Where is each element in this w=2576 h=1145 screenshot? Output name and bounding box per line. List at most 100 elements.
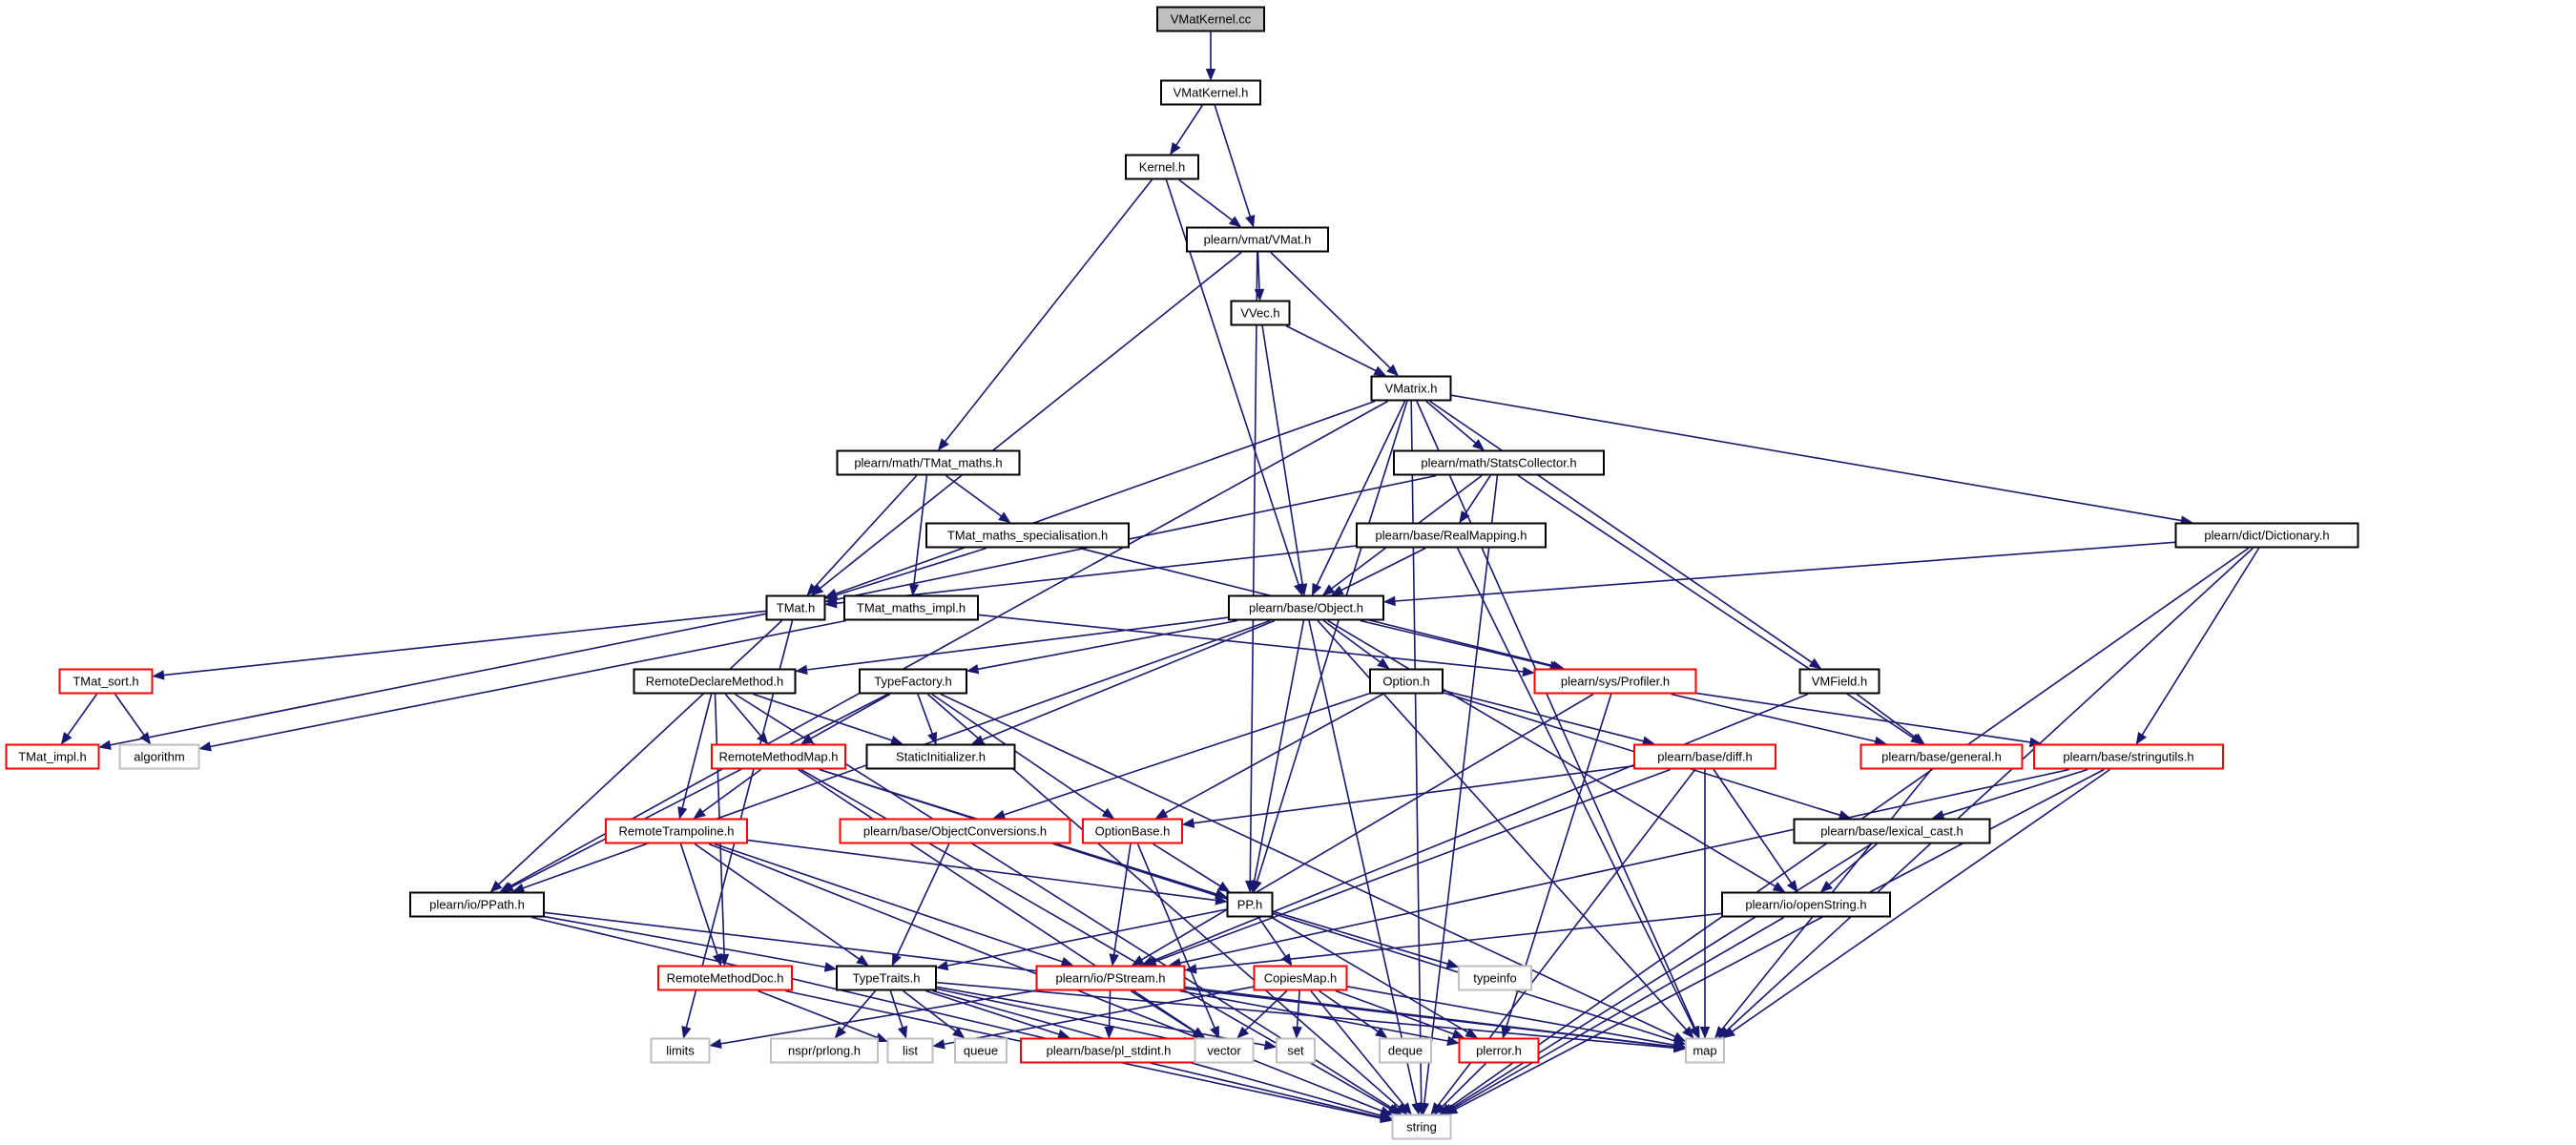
node-typeinfo[interactable]: typeinfo <box>1458 965 1532 991</box>
edge-vmatrix-h-to-tmat-h <box>835 400 1376 594</box>
edge-arrowhead <box>1249 880 1259 893</box>
edge-arrowhead <box>1170 141 1181 156</box>
node-set[interactable]: set <box>1276 1037 1316 1064</box>
edge-stringutils-h-to-map <box>1732 768 2110 1032</box>
node-box <box>1356 522 1547 549</box>
node-pstream-h[interactable]: plearn/io/PStream.h <box>1035 965 1186 991</box>
node-box <box>954 1037 1008 1064</box>
edge-arrowhead <box>1400 1102 1412 1115</box>
edge-statscollector-h-to-realmapping-h <box>1465 475 1491 514</box>
node-remotedeclaremethod-h[interactable]: RemoteDeclareMethod.h <box>633 668 797 695</box>
node-plerror-h[interactable]: plerror.h <box>1458 1037 1540 1064</box>
edge-arrowhead <box>1311 582 1322 596</box>
edge-arrowhead <box>1263 1040 1278 1051</box>
node-vvec-h[interactable]: VVec.h <box>1230 300 1291 326</box>
node-list[interactable]: list <box>886 1037 934 1064</box>
node-box <box>1125 154 1199 180</box>
edge-kernel-h-to-vmat-h <box>1178 178 1233 221</box>
node-dictionary-h[interactable]: plearn/dict/Dictionary.h <box>2174 522 2359 549</box>
node-label: RemoteDeclareMethod.h <box>646 675 784 689</box>
node-option-h[interactable]: Option.h <box>1369 668 1444 695</box>
node-remotemethoddoc-h[interactable]: RemoteMethodDoc.h <box>657 965 793 991</box>
node-algorithm[interactable]: algorithm <box>118 743 200 770</box>
node-staticinitializer-h[interactable]: StaticInitializer.h <box>865 743 1016 770</box>
node-nspr-prlong-h[interactable]: nspr/prlong.h <box>770 1037 879 1064</box>
node-tmat-impl-h[interactable]: TMat_impl.h <box>5 743 100 770</box>
edge-remotedeclaremethod-h-to-remotetrampoline-h <box>681 694 713 808</box>
edge-typefactory-h-to-map <box>940 693 1676 1038</box>
node-ppath-h[interactable]: plearn/io/PPath.h <box>409 891 545 918</box>
edge-vmatrix-h-to-string <box>1410 401 1423 1104</box>
edge-arrowhead <box>677 806 688 820</box>
edge-arrowhead <box>1682 1026 1694 1039</box>
node-label: plearn/io/openString.h <box>1745 898 1866 912</box>
node-tmat-maths-impl-h[interactable]: TMat_maths_impl.h <box>843 594 979 621</box>
node-box <box>1533 668 1697 695</box>
node-statscollector-h[interactable]: plearn/math/StatsCollector.h <box>1393 449 1605 476</box>
node-label: VMatKernel.cc <box>1171 12 1252 27</box>
node-vmfield-h[interactable]: VMField.h <box>1798 668 1880 695</box>
node-string[interactable]: string <box>1391 1114 1452 1140</box>
node-tmat-h[interactable]: TMat.h <box>765 594 826 621</box>
node-queue[interactable]: queue <box>954 1037 1008 1064</box>
node-optionbase-h[interactable]: OptionBase.h <box>1082 818 1183 844</box>
node-label: VMatKernel.h <box>1174 86 1249 100</box>
edge-option-h-to-objectconversions-h <box>1003 693 1370 816</box>
node-vmat-h[interactable]: plearn/vmat/VMat.h <box>1186 226 1329 253</box>
edge-arrowhead <box>824 598 838 609</box>
node-box <box>1276 1037 1316 1064</box>
node-tmat-spec-h[interactable]: TMat_maths_specialisation.h <box>925 522 1130 549</box>
node-box <box>1370 375 1452 402</box>
node-kernel-h[interactable]: Kernel.h <box>1125 154 1199 180</box>
node-pp-h[interactable]: PP.h <box>1226 891 1274 918</box>
node-general-h[interactable]: plearn/base/general.h <box>1859 743 2024 770</box>
edge-arrowhead <box>992 809 1007 820</box>
node-remotemethodmap-h[interactable]: RemoteMethodMap.h <box>711 743 846 770</box>
edge-arrowhead <box>1772 882 1786 893</box>
edge-arrowhead <box>1445 958 1460 969</box>
node-vmatkernel-cc[interactable]: VMatKernel.cc <box>1156 6 1265 32</box>
edge-arrowhead <box>966 664 980 675</box>
edge-vmatrix-h-to-statscollector-h <box>1425 400 1477 445</box>
node-vector[interactable]: vector <box>1194 1037 1255 1064</box>
node-typetraits-h[interactable]: TypeTraits.h <box>836 965 937 991</box>
node-tmat-maths-h[interactable]: plearn/math/TMat_maths.h <box>836 449 1021 476</box>
edge-remotetrampoline-h-to-remotemethoddoc-h <box>679 843 718 956</box>
edge-arrowhead <box>1192 1027 1206 1039</box>
node-map[interactable]: map <box>1685 1037 1725 1064</box>
edge-tmat-maths-impl-h-to-algorithm <box>210 619 846 748</box>
edge-arrowhead <box>1330 585 1344 596</box>
node-label: VMatrix.h <box>1385 382 1438 396</box>
edge-tmat-h-to-ppath-h <box>497 619 783 885</box>
edge-arrowhead <box>60 732 73 745</box>
node-lexical-cast-h[interactable]: plearn/base/lexical_cast.h <box>1793 818 1991 844</box>
node-objectconversions-h[interactable]: plearn/base/ObjectConversions.h <box>839 818 1071 844</box>
node-label: plearn/base/RealMapping.h <box>1376 529 1527 543</box>
edge-stringutils-h-to-lexical-cast-h <box>1942 768 2088 816</box>
node-vmatrix-h[interactable]: VMatrix.h <box>1370 375 1452 402</box>
node-copiesmap-h[interactable]: CopiesMap.h <box>1253 965 1348 991</box>
node-label: TMat_maths_specialisation.h <box>947 529 1108 543</box>
node-box <box>650 1037 711 1064</box>
node-stringutils-h[interactable]: plearn/base/stringutils.h <box>2033 743 2224 770</box>
node-openstring-h[interactable]: plearn/io/openString.h <box>1721 891 1891 918</box>
node-realmapping-h[interactable]: plearn/base/RealMapping.h <box>1356 522 1547 549</box>
node-limits[interactable]: limits <box>650 1037 711 1064</box>
node-object-h[interactable]: plearn/base/Object.h <box>1228 594 1384 621</box>
node-label: Option.h <box>1382 675 1429 689</box>
node-profiler-h[interactable]: plearn/sys/Profiler.h <box>1533 668 1697 695</box>
edge-copiesmap-h-to-plerror-h <box>1335 989 1454 1035</box>
node-diff-h[interactable]: plearn/base/diff.h <box>1633 743 1776 770</box>
edge-typefactory-h-to-staticinitializer-h <box>917 694 934 735</box>
edge-arrowhead <box>681 1026 692 1039</box>
node-label: plearn/math/StatsCollector.h <box>1421 456 1576 470</box>
node-tmat-sort-h[interactable]: TMat_sort.h <box>58 668 154 695</box>
node-pl-stdint-h[interactable]: plearn/base/pl_stdint.h <box>1020 1037 1197 1064</box>
node-deque[interactable]: deque <box>1379 1037 1432 1064</box>
node-box <box>58 668 154 695</box>
edge-tmat-maths-impl-h-to-profiler-h <box>978 614 1524 673</box>
node-typefactory-h[interactable]: TypeFactory.h <box>859 668 967 695</box>
node-vmatkernel-h[interactable]: VMatKernel.h <box>1160 79 1261 106</box>
edge-openstring-h-to-string <box>1452 916 1785 1110</box>
node-remotetrampoline-h[interactable]: RemoteTrampoline.h <box>605 818 748 844</box>
